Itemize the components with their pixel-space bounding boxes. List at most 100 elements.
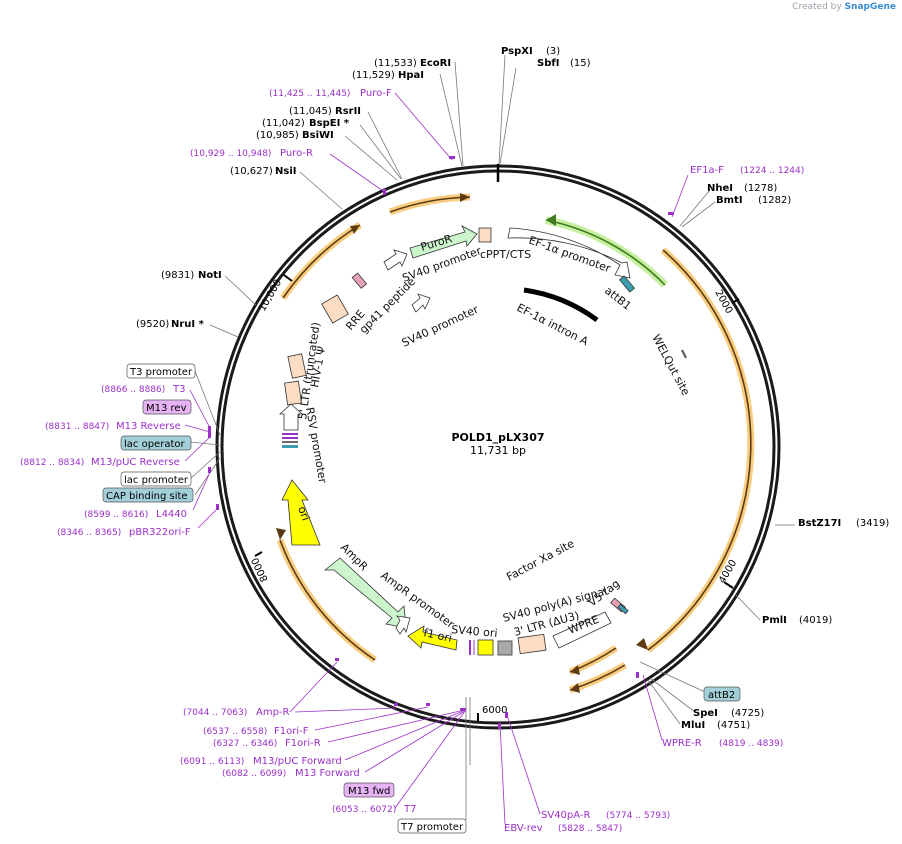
welqut-glyph bbox=[681, 349, 687, 359]
site-pspxi: PspXI bbox=[501, 46, 533, 57]
primer-wpre-r: WPRE-R bbox=[662, 738, 702, 749]
site-bstz17i-pos: (3419) bbox=[856, 518, 889, 529]
primer-m13-reverse-pos: (8831 .. 8847) bbox=[45, 422, 109, 432]
attb1-glyph bbox=[618, 275, 636, 293]
primer-pbr322ori-f-pos: (8346 .. 8365) bbox=[57, 528, 121, 538]
svg-text:attB2: attB2 bbox=[708, 690, 735, 701]
site-bspei-pos: (11,042) bbox=[262, 118, 305, 129]
site-pspxi-pos: (3) bbox=[546, 46, 560, 57]
feature-label-ori: ori bbox=[295, 505, 312, 523]
box-t3-promoter: T3 promoter bbox=[126, 363, 196, 379]
tick-10000 bbox=[283, 274, 293, 282]
site-ecori-pos: (11,533) bbox=[374, 58, 417, 69]
plasmid-name: POLD1_pLX307 bbox=[451, 431, 544, 444]
feature-label-f1-ori: f1 ori bbox=[422, 626, 453, 645]
site-sbfi: SbfI bbox=[537, 58, 559, 69]
sv40-promoter-arrow-2 bbox=[411, 293, 431, 313]
primer-ef1a-f: EF1a-F bbox=[690, 165, 724, 176]
primer-t3-pos: (8866 .. 8886) bbox=[101, 385, 165, 395]
primer-ef1a-f-pos: (1224 .. 1244) bbox=[740, 166, 804, 176]
svg-text:CAP binding site: CAP binding site bbox=[106, 491, 188, 502]
site-mlui: MluI bbox=[681, 720, 705, 731]
primer-m13puc-forward: M13/pUC Forward bbox=[253, 756, 342, 767]
site-sbfi-pos: (15) bbox=[570, 58, 591, 69]
site-bstz17i: BstZ17I bbox=[798, 518, 841, 529]
site-nhei-pos: (1278) bbox=[744, 183, 777, 194]
site-rsrii-pos: (11,045) bbox=[289, 106, 332, 117]
f1-ori-arrow bbox=[407, 625, 458, 651]
site-bspei: BspEI * bbox=[309, 118, 350, 129]
primer-m13-reverse: M13 Reverse bbox=[116, 421, 181, 432]
primer-m13puc-reverse: M13/pUC Reverse bbox=[91, 457, 180, 468]
wpre-box bbox=[552, 611, 612, 649]
tick-8000 bbox=[254, 551, 263, 557]
primer-m13-forward-pos: (6082 .. 6099) bbox=[222, 769, 286, 779]
cppt-glyph bbox=[478, 227, 492, 243]
puror-arrow bbox=[409, 225, 478, 259]
site-pmli: PmlI bbox=[762, 615, 787, 626]
gp41-glyph bbox=[351, 272, 368, 289]
site-bsiwi-pos: (10,985) bbox=[256, 130, 299, 141]
site-noti-pos: (9831) bbox=[161, 270, 194, 281]
rre-glyph bbox=[321, 294, 349, 324]
hiv-psi-glyph bbox=[287, 353, 307, 379]
primer-puro-f: Puro-F bbox=[360, 88, 392, 99]
site-nsii: NsiI bbox=[275, 166, 296, 177]
primer-puro-r-pos: (10,929 .. 10,948) bbox=[190, 149, 271, 159]
primer-ebv-rev: EBV-rev bbox=[504, 823, 543, 834]
snapgene-logo: SnapGene bbox=[844, 2, 896, 12]
site-bsiwi: BsiWI bbox=[302, 130, 334, 141]
primer-m13-forward: M13 Forward bbox=[295, 768, 360, 779]
svg-text:T7 promoter: T7 promoter bbox=[400, 822, 464, 833]
primer-t7-pos: (6053 .. 6072) bbox=[332, 805, 396, 815]
box-m13-fwd: M13 fwd bbox=[343, 782, 395, 798]
site-ecori: EcoRI bbox=[420, 58, 451, 69]
primer-puro-r: Puro-R bbox=[280, 148, 313, 159]
primer-puro-f-pos: (11,425 .. 11,445) bbox=[269, 89, 350, 99]
site-rsrii: RsrII bbox=[335, 106, 361, 117]
svg-text:M13 rev: M13 rev bbox=[146, 403, 187, 414]
snapgene-credit: Created by SnapGene bbox=[792, 2, 896, 12]
primer-l4440: L4440 bbox=[156, 509, 187, 520]
ef1a-promoter-arrow bbox=[507, 227, 631, 279]
site-hpai: HpaI bbox=[398, 70, 424, 81]
primer-f1ori-f: F1ori-F bbox=[274, 726, 309, 737]
primer-amp-r-pos: (7044 .. 7063) bbox=[183, 708, 247, 718]
primer-f1ori-r-pos: (6327 .. 6346) bbox=[213, 739, 277, 749]
feature-label-factor-xa: Factor Xa site bbox=[504, 537, 576, 584]
site-bmti-pos: (1282) bbox=[758, 195, 791, 206]
site-nsii-pos: (10,627) bbox=[230, 166, 273, 177]
tick-4000 bbox=[723, 581, 734, 589]
tick-label-6000: 6000 bbox=[482, 705, 507, 716]
orf-arcs bbox=[276, 193, 755, 694]
primer-f1ori-f-pos: (6537 .. 6558) bbox=[203, 727, 267, 737]
feature-glyphs bbox=[278, 225, 687, 656]
site-nrui-pos: (9520) bbox=[136, 319, 169, 330]
primer-m13puc-reverse-pos: (8812 .. 8834) bbox=[20, 458, 84, 468]
site-nrui: NruI * bbox=[171, 319, 205, 330]
feature-label-rsv: RSV promoter bbox=[303, 406, 329, 484]
plasmid-length: 11,731 bp bbox=[470, 444, 526, 457]
ampr-promoter-arrow bbox=[395, 615, 411, 635]
credit-prefix: Created by bbox=[792, 2, 842, 12]
box-cap-binding-site: CAP binding site bbox=[102, 487, 194, 503]
primer-t3: T3 bbox=[172, 384, 185, 395]
box-lac-promoter: lac promoter bbox=[120, 471, 192, 487]
ef1a-intron-arc bbox=[523, 287, 599, 323]
site-nhei: NheI bbox=[707, 183, 733, 194]
site-noti: NotI bbox=[198, 270, 222, 281]
svg-text:lac promoter: lac promoter bbox=[124, 475, 189, 486]
primer-sv40pa-r-pos: (5774 .. 5793) bbox=[606, 811, 670, 821]
primer-l4440-pos: (8599 .. 8616) bbox=[84, 510, 148, 520]
site-bmti: BmtI bbox=[716, 195, 743, 206]
box-attb2: attB2 bbox=[703, 686, 741, 702]
tick-label-8000: 8000 bbox=[250, 556, 271, 584]
primer-wpre-r-pos: (4819 .. 4839) bbox=[719, 739, 783, 749]
svg-text:lac operator: lac operator bbox=[124, 439, 185, 450]
site-pmli-pos: (4019) bbox=[799, 615, 832, 626]
primer-markers bbox=[208, 156, 674, 729]
rsv-promoter-arrow bbox=[278, 403, 304, 431]
primer-t7: T7 bbox=[403, 804, 416, 815]
box-m13-rev: M13 rev bbox=[142, 399, 192, 415]
